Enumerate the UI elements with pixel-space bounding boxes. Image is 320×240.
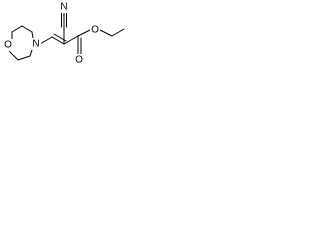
nitrile-group	[61, 11, 67, 29]
nitrile-nitrogen-label: N	[60, 2, 67, 13]
bond-n-ch	[39, 36, 53, 45]
morpholine-nitrogen-label: N	[32, 39, 39, 50]
ester-oxygen-label: O	[91, 25, 99, 36]
bond-ch-double-c	[51, 36, 65, 45]
bond-c-top-left	[11, 25, 23, 33]
enamine-chain	[39, 27, 67, 45]
bond-carbonyl-c-to-ester-o	[77, 29, 91, 37]
ester-group	[63, 28, 125, 56]
atom-labels: O N N O O	[3, 2, 100, 66]
bond-c-bottom-left	[9, 51, 19, 61]
bond-c-to-carbonyl-c	[63, 35, 79, 45]
bond-ch2-to-ch3	[111, 28, 125, 37]
bond-ester-o-to-ch2	[99, 29, 113, 37]
carbonyl-oxygen-label: O	[75, 55, 83, 66]
morpholine-oxygen-label: O	[4, 40, 12, 51]
bond-c-bottom-right	[17, 55, 31, 61]
bond-c-top-right	[21, 25, 33, 33]
chemical-structure-diagram: O N N O O	[3, 2, 125, 66]
